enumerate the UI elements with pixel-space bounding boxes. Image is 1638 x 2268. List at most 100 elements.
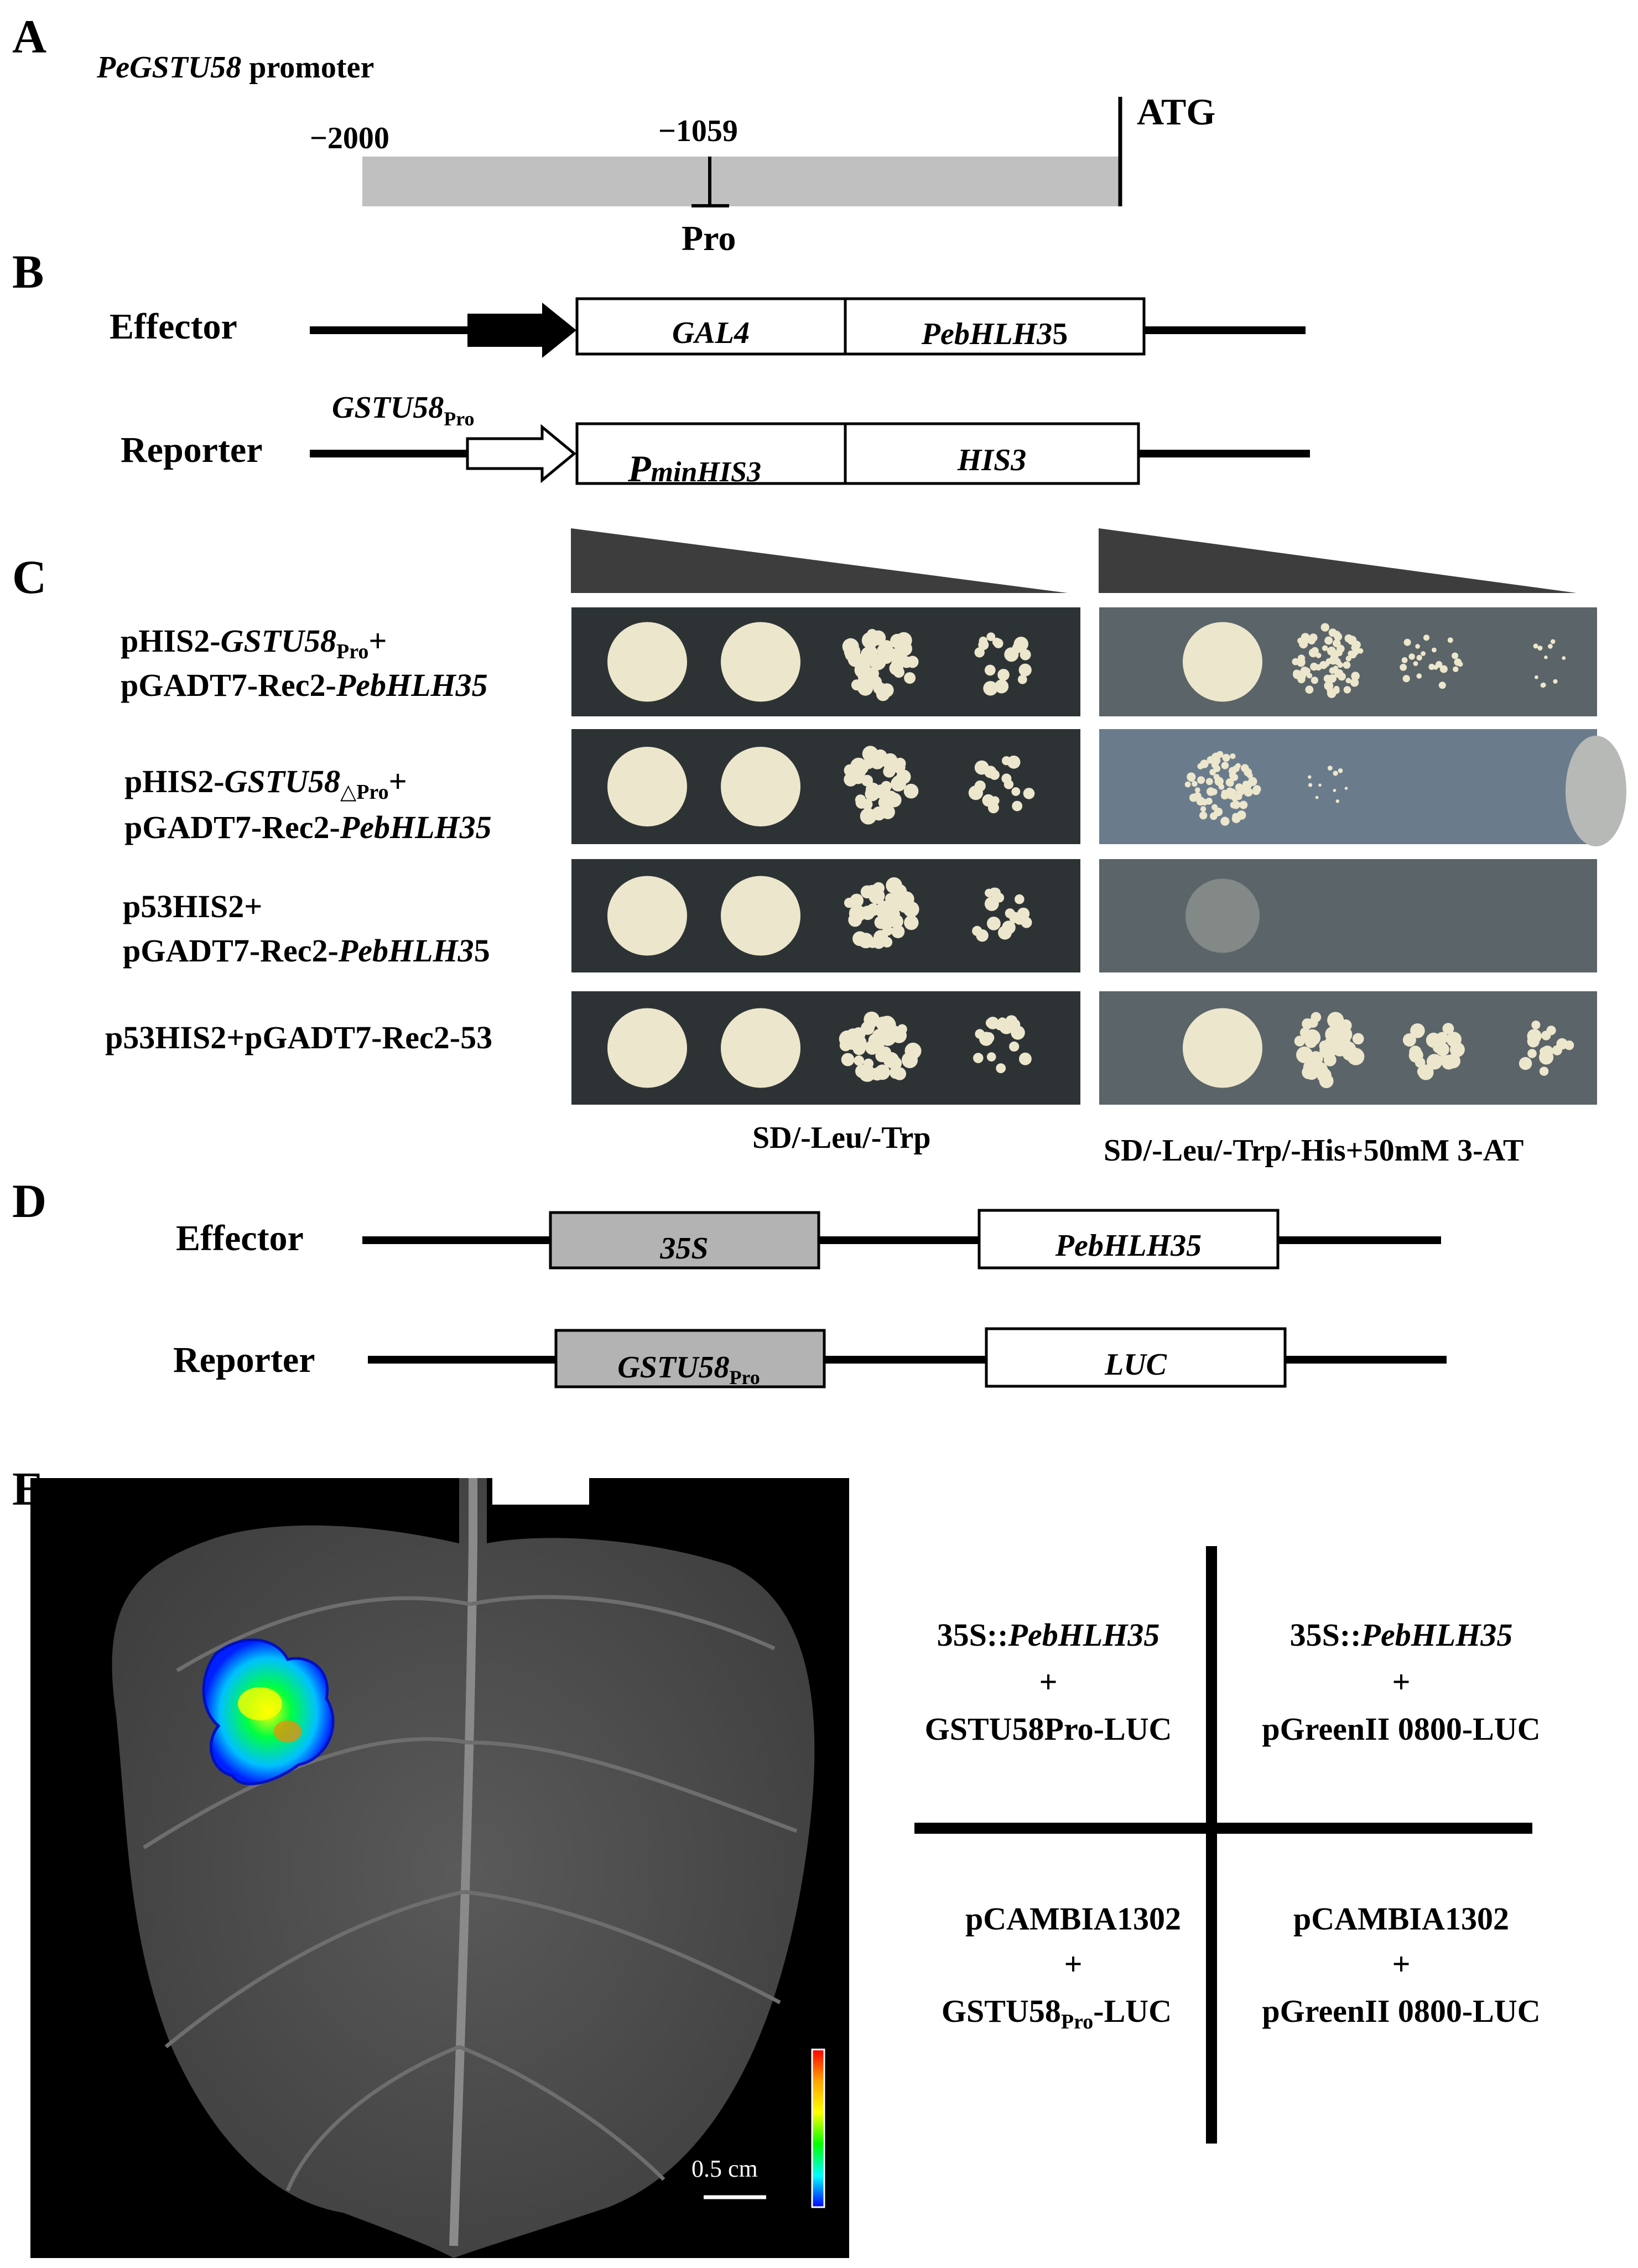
yeast-colony bbox=[893, 1067, 907, 1080]
q3-line-1: pCAMBIA1302 bbox=[965, 1901, 1181, 1937]
yeast-colony bbox=[987, 917, 1001, 930]
d-effector-label: Effector bbox=[176, 1218, 304, 1258]
yeast-colony bbox=[1292, 658, 1299, 665]
yeast-colony bbox=[1220, 816, 1230, 826]
yeast-colony bbox=[979, 1032, 994, 1046]
yeast-colony bbox=[1433, 664, 1438, 670]
yeast-colony bbox=[1320, 623, 1329, 632]
yeast-colony bbox=[1438, 1055, 1449, 1065]
yeast-colony bbox=[1332, 1035, 1345, 1048]
panel-label-a: A bbox=[12, 10, 46, 63]
yeast-colony bbox=[1327, 646, 1337, 656]
yeast-colony bbox=[1007, 755, 1021, 769]
yeast-colony bbox=[1343, 661, 1351, 669]
yeast-colony bbox=[1535, 675, 1538, 679]
yeast-colony bbox=[1539, 1067, 1549, 1076]
q2-line-3: pGreenII 0800-LUC bbox=[1262, 1711, 1540, 1747]
yeast-colony bbox=[1194, 787, 1200, 793]
yeast-colony bbox=[839, 1039, 852, 1052]
yeast-colony bbox=[1222, 753, 1230, 762]
site-position-label: −1059 bbox=[658, 114, 738, 148]
d-pebhlh-box bbox=[977, 1209, 1280, 1270]
promoter-bar bbox=[362, 157, 1120, 206]
yeast-colony bbox=[1302, 635, 1309, 642]
q1-line-3: GSTU58Pro-LUC bbox=[925, 1711, 1172, 1747]
yeast-colony bbox=[861, 673, 877, 689]
yeast-colony bbox=[1308, 1017, 1318, 1028]
yeast-colony bbox=[994, 679, 1009, 694]
yeast-colony bbox=[901, 1052, 918, 1068]
yeast-colony bbox=[1553, 679, 1558, 684]
yeast-colony bbox=[1319, 1074, 1334, 1089]
pminhis3-label: PminHIS3 bbox=[627, 448, 761, 490]
right-medium-label: SD/-Leu/-Trp/-His+50mM 3-AT bbox=[1104, 1133, 1523, 1168]
yeast-colony bbox=[878, 795, 892, 809]
yeast-colony bbox=[1344, 787, 1348, 790]
d-35s-label: 35S bbox=[659, 1231, 708, 1266]
yeast-colony bbox=[1402, 675, 1410, 683]
leaf-midrib bbox=[449, 1478, 477, 2246]
yeast-colony bbox=[1358, 648, 1364, 654]
yeast-spot bbox=[607, 1008, 687, 1088]
yeast-colony bbox=[901, 656, 913, 668]
yeast-colony bbox=[979, 764, 988, 773]
yeast-colony bbox=[904, 915, 919, 930]
yeast-colony bbox=[1311, 647, 1319, 655]
q2-line-1: 35S::PebHLH35 bbox=[1290, 1617, 1513, 1653]
yeast-spot bbox=[1183, 1008, 1262, 1088]
yeast-colony bbox=[1452, 652, 1459, 659]
yeast-colony bbox=[866, 885, 878, 897]
panel-label-c: C bbox=[12, 550, 46, 604]
yeast-colony bbox=[1416, 673, 1422, 679]
yeast-colony bbox=[1324, 636, 1333, 645]
yeast-colony bbox=[871, 630, 886, 646]
row-3-line-2: pGADT7-Rec2-PebHLH35 bbox=[123, 933, 490, 969]
yeast-colony bbox=[1562, 656, 1566, 660]
yeast-colony bbox=[1213, 765, 1221, 772]
yeast-colony bbox=[1327, 766, 1333, 771]
yeast-colony bbox=[1020, 649, 1031, 660]
q2-plus: + bbox=[1392, 1664, 1410, 1700]
luminescence-signal bbox=[202, 1638, 335, 1786]
yeast-colony bbox=[855, 794, 866, 805]
yeast-colony bbox=[1210, 812, 1218, 820]
yeast-colony bbox=[1552, 1045, 1562, 1055]
d-gstu58-box bbox=[554, 1329, 826, 1388]
atg-label: ATG bbox=[1137, 91, 1215, 133]
yeast-colony bbox=[847, 652, 863, 667]
yeast-colony bbox=[1207, 756, 1215, 764]
yeast-colony bbox=[1187, 772, 1196, 782]
yeast-colony bbox=[893, 667, 904, 678]
yeast-colony bbox=[982, 794, 995, 807]
yeast-colony bbox=[1294, 1036, 1306, 1047]
yeast-colony bbox=[860, 906, 875, 920]
yeast-colony bbox=[1199, 812, 1208, 820]
yeast-colony bbox=[1438, 682, 1446, 689]
panel-label-d: D bbox=[12, 1174, 46, 1227]
yeast-colony bbox=[1308, 775, 1312, 779]
yeast-colony bbox=[883, 765, 896, 778]
leaf-veins bbox=[143, 1595, 798, 2192]
yeast-colony bbox=[865, 782, 880, 797]
yeast-colony bbox=[1329, 667, 1336, 674]
yeast-colony bbox=[903, 783, 919, 799]
yeast-colony bbox=[865, 1041, 879, 1055]
yeast-colony bbox=[1305, 685, 1314, 694]
row-2-line-2: pGADT7-Rec2-PebHLH35 bbox=[124, 809, 492, 845]
yeast-colony bbox=[1304, 1066, 1319, 1080]
yeast-colony bbox=[858, 933, 874, 949]
yeast-colony bbox=[869, 653, 886, 670]
plate-right-row-3 bbox=[1099, 859, 1597, 972]
yeast-colony bbox=[1235, 763, 1241, 769]
yeast-colony bbox=[1018, 663, 1032, 677]
yeast-colony bbox=[1216, 751, 1224, 758]
yeast-colony bbox=[1003, 779, 1014, 789]
yeast-colony bbox=[1447, 637, 1453, 643]
yeast-colony bbox=[1017, 674, 1027, 684]
yeast-colony bbox=[1403, 638, 1411, 646]
yeast-colony bbox=[1410, 1023, 1425, 1038]
yeast-colony bbox=[1345, 678, 1351, 684]
yeast-colony bbox=[896, 769, 911, 784]
yeast-colony bbox=[978, 639, 989, 651]
yeast-colony bbox=[1527, 1035, 1540, 1048]
